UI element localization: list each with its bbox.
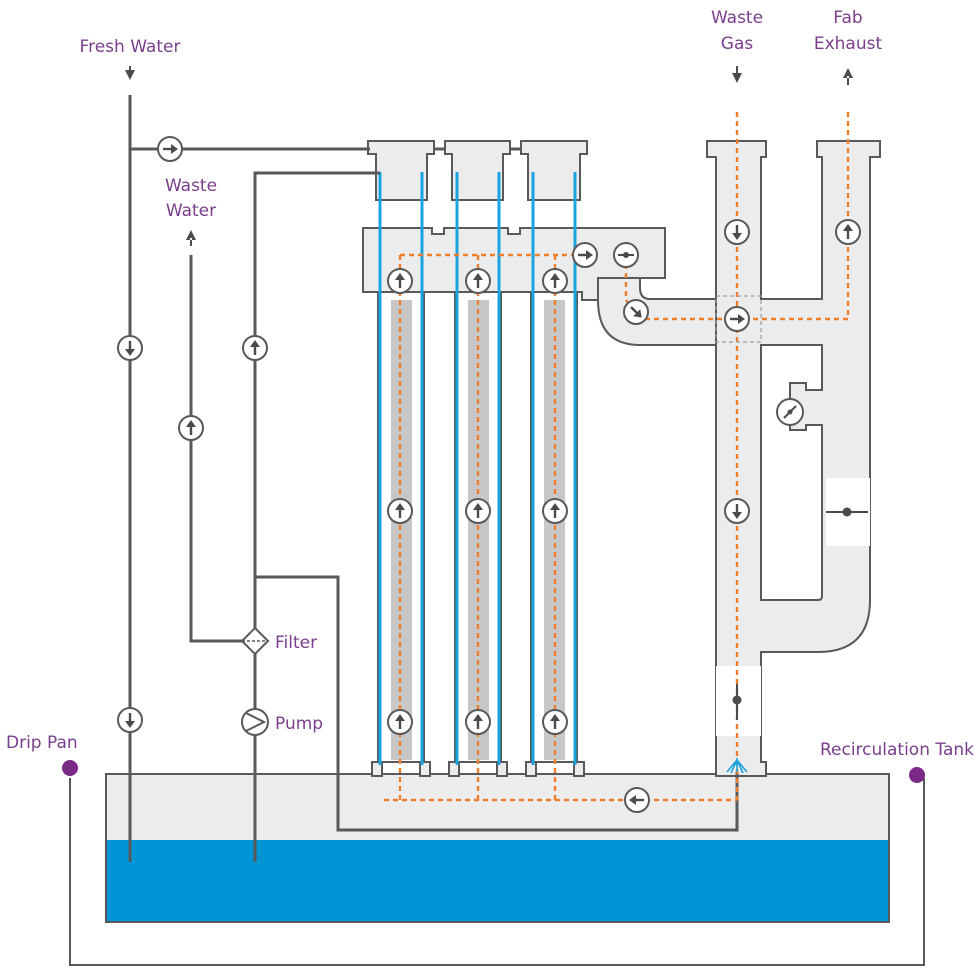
liquid-lines: [378, 172, 577, 765]
flow-arrow-icon: [542, 709, 568, 735]
filter-label: Filter: [275, 633, 317, 653]
flow-arrow-icon: [724, 498, 750, 524]
flow-arrow-icon: [387, 498, 413, 524]
flow-arrow-icon: [117, 707, 143, 733]
pressure-gauge-icon: [776, 398, 804, 426]
flow-arrow-icon: [724, 306, 750, 332]
damper-icon: [826, 507, 868, 517]
line-arrowheads: [125, 66, 853, 246]
flow-arrow-icon: [624, 787, 650, 813]
flow-arrow-icon: [465, 498, 491, 524]
flow-arrow-icon: [387, 268, 413, 294]
fresh-water-arrow-icon: [125, 66, 135, 80]
flow-arrow-icon: [572, 242, 598, 268]
drip-pan-sensor-dot-icon: [62, 760, 78, 776]
scrubber-columns: [362, 140, 666, 777]
flow-arrow-icon: [724, 219, 750, 245]
tank-water: [107, 840, 888, 921]
waste-gas-arrow-icon: [732, 66, 742, 83]
flow-arrow-icon: [242, 335, 268, 361]
fab-exhaust-label-line2: Exhaust: [814, 34, 883, 54]
drip-pan-line: [69, 778, 925, 966]
waste-water-label-line2: Water: [166, 201, 216, 221]
flow-arrow-icon: [178, 415, 204, 441]
flow-arrow-icon: [117, 335, 143, 361]
cross-duct: [597, 277, 717, 346]
damper-icon: [732, 684, 742, 720]
process-piping: [128, 95, 739, 862]
fab-exhaust-label-line1: Fab: [833, 8, 862, 28]
spray-nozzle-icon: [726, 758, 748, 774]
waste-gas-label-line2: Gas: [721, 34, 754, 54]
flow-arrow-icon: [623, 299, 649, 325]
flow-arrow-icon: [835, 219, 861, 245]
flow-arrow-icon: [387, 709, 413, 735]
recirculation-tank-label: Recirculation Tank: [820, 740, 974, 760]
flow-indicators: [117, 136, 861, 813]
waste-gas-label-line1: Waste: [711, 8, 763, 28]
pump-icon: [241, 708, 269, 736]
fab-exhaust-arrow-icon: [843, 68, 853, 85]
flow-arrow-icon: [465, 709, 491, 735]
filter-icon: [240, 626, 270, 656]
damper-icon: [613, 242, 639, 268]
flow-arrow-icon: [157, 136, 183, 162]
fresh-water-label: Fresh Water: [80, 37, 181, 57]
flow-arrow-icon: [465, 268, 491, 294]
drip-pan-label: Drip Pan: [6, 733, 78, 753]
waste-water-arrow-icon: [186, 230, 196, 246]
flow-arrow-icon: [542, 268, 568, 294]
tank-sensor-dot-icon: [909, 767, 925, 783]
flow-arrow-icon: [542, 498, 568, 524]
pump-label: Pump: [275, 714, 323, 734]
recirculation-tank: [105, 773, 890, 923]
waste-water-label-line1: Waste: [165, 176, 217, 196]
